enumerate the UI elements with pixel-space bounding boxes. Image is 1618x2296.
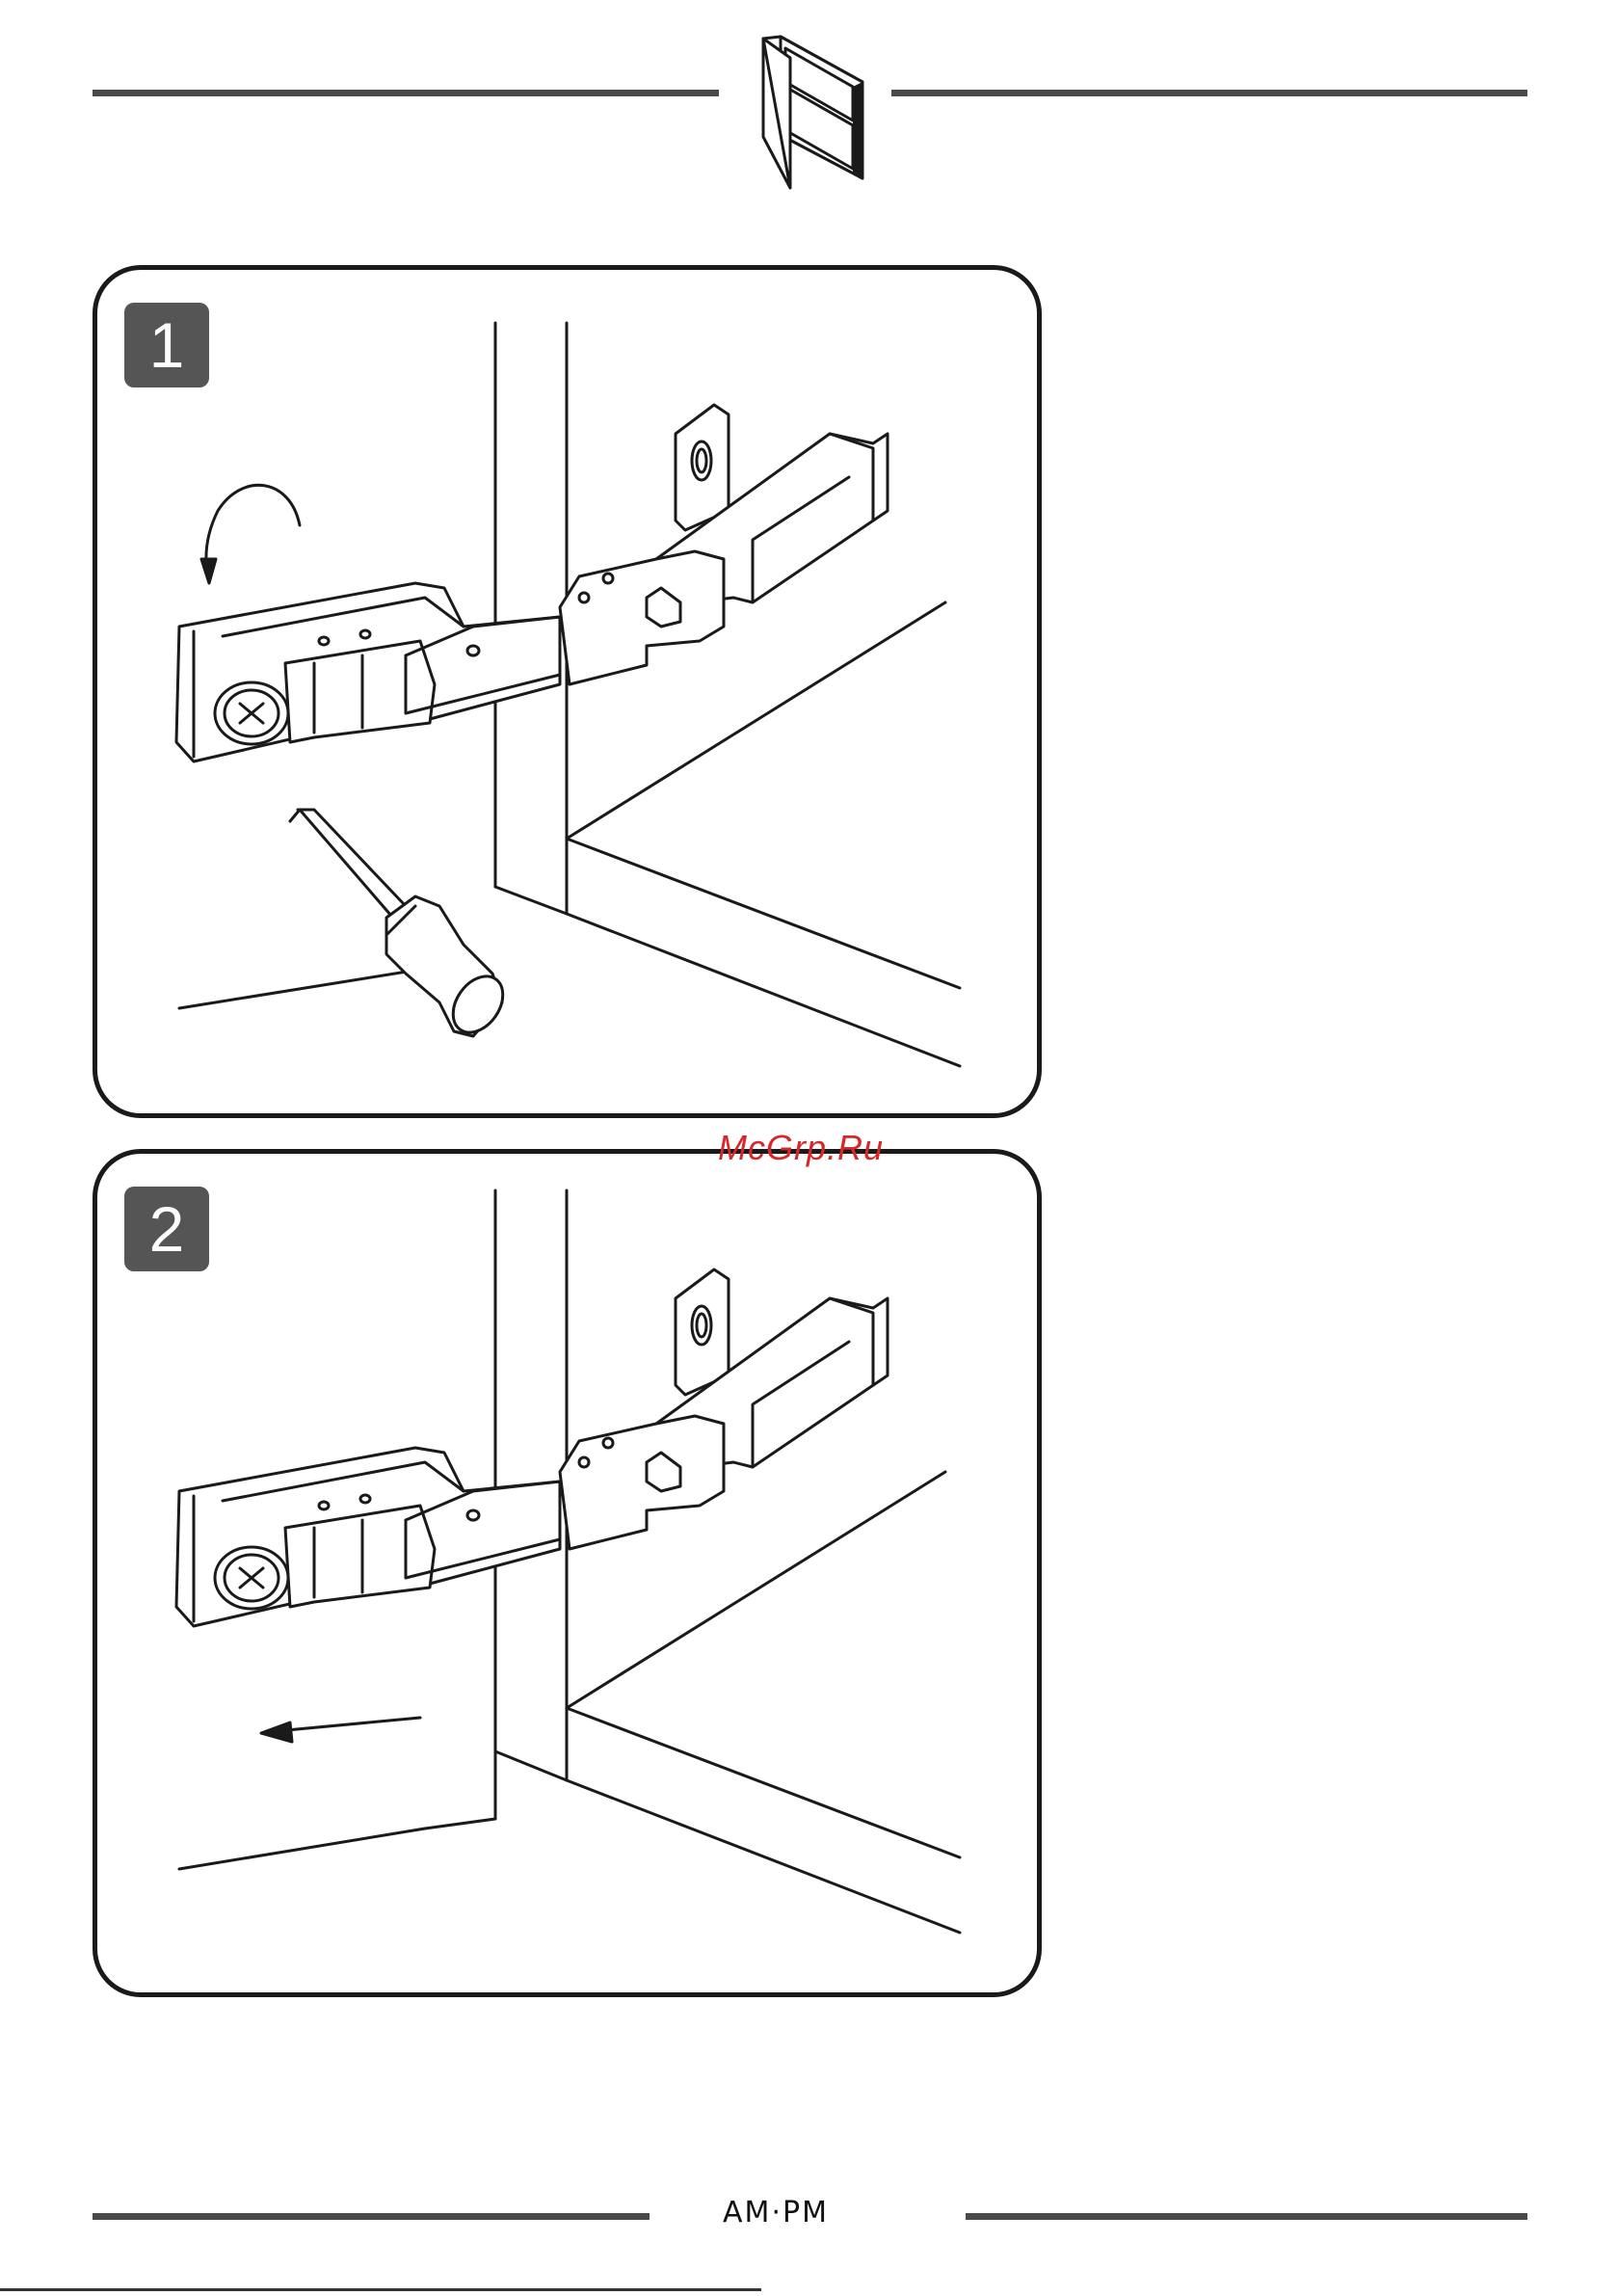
- hinge-illustration: [97, 1154, 1037, 1992]
- header-rule-right: [891, 90, 1527, 96]
- footer-rule-left: [93, 2213, 650, 2220]
- watermark: McGrp.Ru: [718, 1128, 884, 1168]
- header-rule-left: [93, 90, 719, 96]
- bottom-edge-line: [0, 2288, 761, 2291]
- step-panel-1: 1: [93, 265, 1042, 1118]
- step-panel-2: 2: [93, 1149, 1042, 1997]
- footer-rule-right: [966, 2213, 1527, 2220]
- hinge-illustration: [97, 270, 1037, 1113]
- brand-logo: AM·PM: [713, 2196, 838, 2229]
- cabinet-door-icon: [752, 29, 872, 198]
